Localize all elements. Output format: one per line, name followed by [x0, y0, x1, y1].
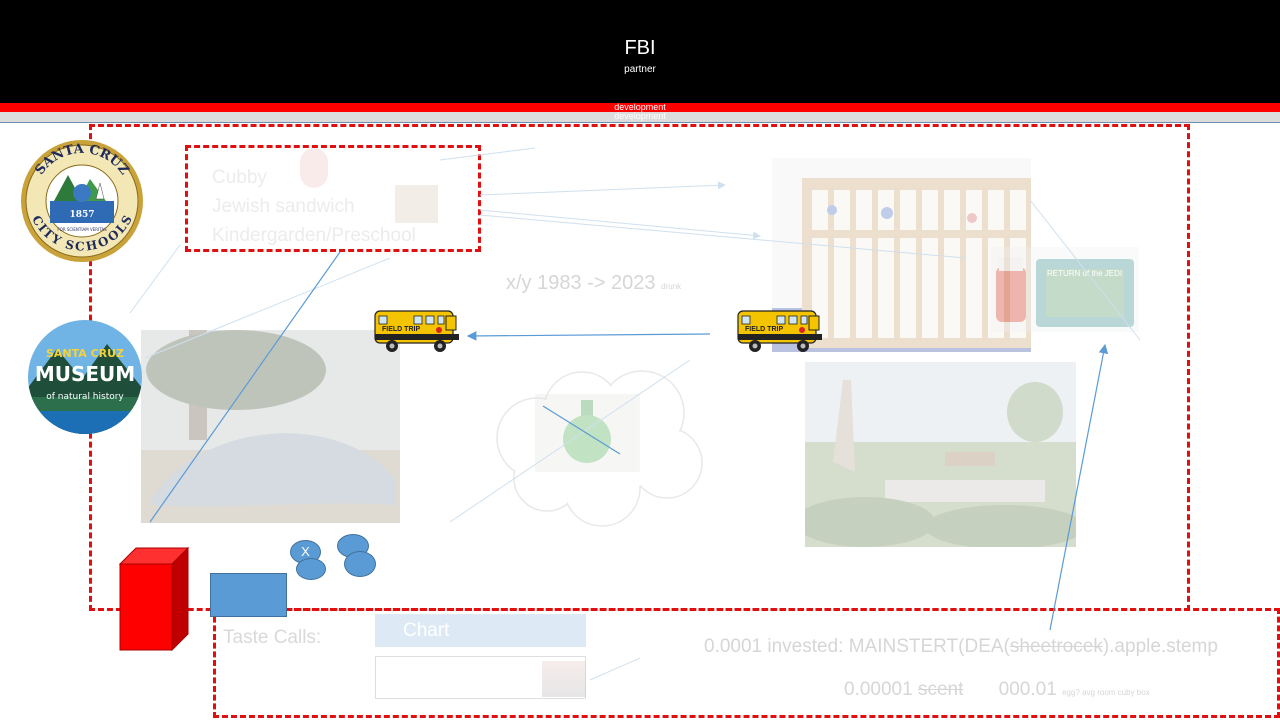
glass-vase-drawing [563, 400, 611, 463]
schools-logo-year: 1857 [69, 210, 94, 220]
invested-strike: sheetrocek [1009, 636, 1103, 657]
whale-sculpture-photo [141, 330, 400, 523]
invested-suffix: ).apple.stemp [1102, 636, 1218, 657]
grey-band-label: development [614, 111, 666, 121]
blue-circle-2 [296, 558, 326, 580]
museum-logo-line2: MUSEUM [35, 362, 135, 386]
notes-line-sandwich: Jewish sandwich [212, 196, 355, 217]
notes-thumbnail [395, 185, 438, 223]
notes-line-cubby: Cubby [212, 167, 267, 188]
notes-dashed-box [185, 145, 481, 252]
scent-value2: 000.01 [998, 679, 1057, 700]
museum-logo-line1: SANTA CRUZ [46, 347, 124, 360]
scent-small-note: egg? avg room cuby box [1062, 688, 1150, 697]
santa-cruz-city-schools-logo: SANTA CRUZ CITY SCHOOLS 1857 FOR SCIENTI… [21, 140, 143, 262]
santa-cruz-museum-logo: SANTA CRUZ MUSEUM of natural history [28, 320, 142, 434]
bus-right-sign: FIELD TRIP [745, 326, 784, 333]
grey-band [0, 112, 1280, 123]
scent-line: 0.00001 scent 000.01 egg? avg room cuby … [844, 679, 1150, 701]
red-band-label: development [614, 102, 666, 112]
bus-left-sign: FIELD TRIP [382, 326, 421, 333]
lunchbox-photo: RETURN of the JEDI [991, 247, 1139, 332]
page-subtitle: partner [624, 64, 656, 75]
glass-vase-photo [535, 394, 640, 472]
header-bar [0, 0, 1280, 103]
red-band [0, 103, 1280, 112]
taste-calls-label: Taste Calls: [223, 627, 322, 648]
year-range-text: x/y 1983 -> 2023 [506, 272, 656, 294]
museum-logo-line3: of natural history [46, 392, 124, 402]
monument-park-photo [805, 362, 1076, 547]
monument-park-drawing [805, 362, 1076, 547]
year-range-label: x/y 1983 -> 2023 drunk [506, 272, 681, 295]
invested-formula-line: 0.0001 invested: MAINSTERT(DEA(sheetroce… [704, 636, 1280, 658]
blue-circle-4 [344, 551, 376, 577]
chart-button[interactable]: Chart [375, 614, 586, 647]
chart-button-label: Chart [403, 620, 450, 641]
lunchbox-drawing [996, 257, 1134, 327]
red-cube-shape [118, 546, 190, 652]
page-title: FBI [624, 37, 656, 59]
school-bus-right-icon [737, 310, 822, 352]
scent-value: 0.00001 [844, 679, 913, 700]
notes-line-preschool: Kindergarden/Preschool [212, 225, 416, 246]
schools-logo-motto: FOR SCIENTIAM VERITAS [57, 227, 107, 232]
blue-rectangle-shape [210, 573, 287, 617]
whale-sculpture-drawing [141, 330, 400, 523]
year-range-note: drunk [661, 282, 682, 291]
notes-red-drop [300, 148, 328, 188]
lunchbox-label: RETURN of the JEDI [1047, 269, 1123, 278]
chart-preview-thumbnail [542, 661, 586, 697]
circle-x-mark: X [301, 544, 310, 559]
bottom-dashed-frame [213, 608, 1280, 718]
scent-strike: scent [917, 679, 964, 700]
chart-preview-box [375, 656, 586, 699]
invested-prefix: 0.0001 invested: MAINSTERT(DEA( [704, 636, 1010, 657]
